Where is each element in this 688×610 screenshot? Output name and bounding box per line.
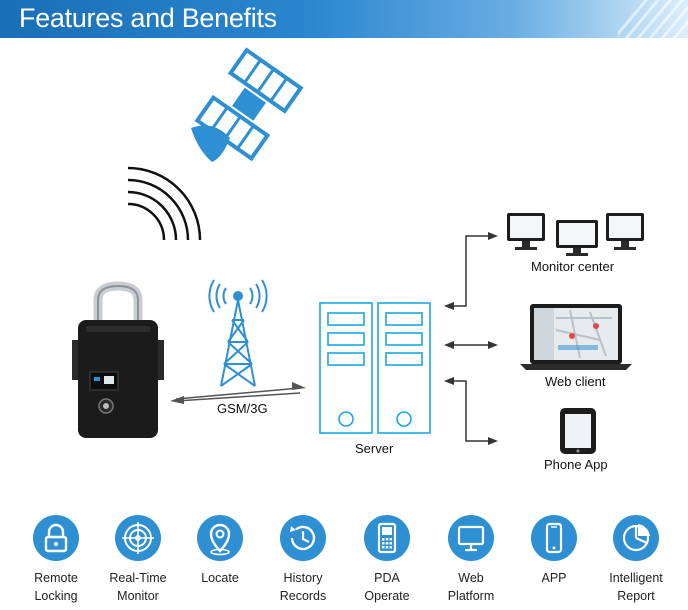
feature-line1: Real-Time (109, 571, 167, 585)
feature-line1: Intelligent (609, 571, 663, 585)
gsm-link-arrows (170, 382, 306, 404)
signal-waves-icon (127, 166, 202, 241)
gsm-label: GSM/3G (217, 401, 268, 416)
feature-line1: History (283, 571, 323, 585)
feature-line2: Monitor (117, 589, 159, 603)
feature-line1: PDA (374, 571, 400, 585)
page-title: Features and Benefits (19, 3, 277, 33)
smartphone-icon (531, 515, 577, 561)
feature-line1: Web (458, 571, 484, 585)
feature-line2: Records (279, 589, 327, 603)
header-banner: Features and Benefits (0, 0, 688, 38)
location-pin-icon (197, 515, 243, 561)
server-icon (319, 302, 431, 434)
phone-icon (560, 408, 596, 454)
banner-stripes (618, 0, 688, 38)
lock-icon (33, 515, 79, 561)
clock-history-icon (280, 515, 326, 561)
feature-line2: Platform (447, 589, 495, 603)
feature-line2: Report (617, 589, 655, 603)
monitor-center-label: Monitor center (531, 259, 615, 274)
web-client-label: Web client (545, 374, 606, 389)
smart-padlock-device (72, 281, 164, 438)
feature-line2: Operate (364, 589, 410, 603)
system-diagram: GSM/3G Server Monitor center Web client … (0, 38, 688, 508)
phone-app-label: Phone App (544, 457, 608, 472)
server-label: Server (355, 441, 394, 456)
feature-pda-operate: PDA Operate (345, 515, 429, 605)
satellite-icon (191, 47, 304, 162)
feature-line1: APP (541, 571, 567, 585)
feature-line1: Locate (201, 571, 239, 585)
server-branch-arrows (444, 232, 498, 445)
feature-app: APP (512, 515, 596, 587)
monitor-center-icon (507, 213, 644, 256)
antenna-tower-icon (208, 279, 268, 387)
monitor-icon (448, 515, 494, 561)
laptop-icon (520, 304, 632, 370)
feature-locate: Locate (178, 515, 262, 587)
radar-icon (115, 515, 161, 561)
pda-icon (364, 515, 410, 561)
feature-line1: Remote (34, 571, 78, 585)
feature-line2: Locking (34, 589, 78, 603)
pie-chart-icon (613, 515, 659, 561)
